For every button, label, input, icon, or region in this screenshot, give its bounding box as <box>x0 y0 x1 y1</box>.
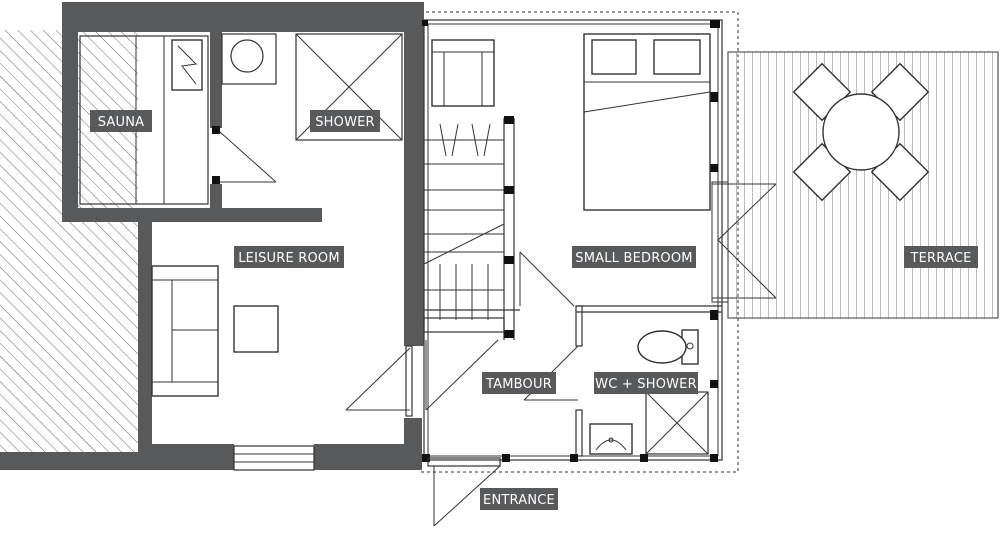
label-wc-shower-text: WC + SHOWER <box>595 377 697 392</box>
washbasin <box>589 423 633 455</box>
label-tambour: TAMBOUR <box>482 372 556 394</box>
wc-shower-tray <box>645 391 709 455</box>
terrace-door <box>711 181 777 303</box>
terrace-deck <box>727 51 999 319</box>
label-shower-text: SHOWER <box>315 115 375 130</box>
bed <box>583 33 711 211</box>
leisure-window <box>233 445 315 471</box>
label-entrance: ENTRANCE <box>480 488 558 510</box>
bedroom-door <box>519 251 575 307</box>
label-entrance-text: ENTRANCE <box>483 493 555 508</box>
staircase <box>423 123 505 333</box>
label-wc-shower: WC + SHOWER <box>594 372 698 394</box>
label-shower: SHOWER <box>310 110 380 132</box>
coffee-table <box>233 305 279 353</box>
label-leisure-room-text: LEISURE ROOM <box>238 251 340 266</box>
label-small-bedroom: SMALL BEDROOM <box>572 246 696 268</box>
label-small-bedroom-text: SMALL BEDROOM <box>575 251 692 266</box>
armchair <box>431 39 495 107</box>
tambour-door <box>425 339 499 411</box>
sauna-door <box>212 126 277 184</box>
label-terrace-text: TERRACE <box>909 251 971 266</box>
label-tambour-text: TAMBOUR <box>485 377 552 392</box>
label-leisure-room: LEISURE ROOM <box>234 246 344 268</box>
label-sauna: SAUNA <box>90 110 152 132</box>
boiler-tank <box>221 33 277 85</box>
thick-walls <box>0 2 424 470</box>
toilet <box>637 329 699 365</box>
leisure-door <box>345 345 413 417</box>
structural-posts <box>422 20 720 462</box>
label-sauna-text: SAUNA <box>98 115 145 130</box>
terrace-table-set <box>792 62 930 202</box>
sofa <box>151 265 219 397</box>
entrance-door <box>427 457 501 527</box>
label-terrace: TERRACE <box>904 246 978 268</box>
outline-dashed <box>420 11 739 473</box>
